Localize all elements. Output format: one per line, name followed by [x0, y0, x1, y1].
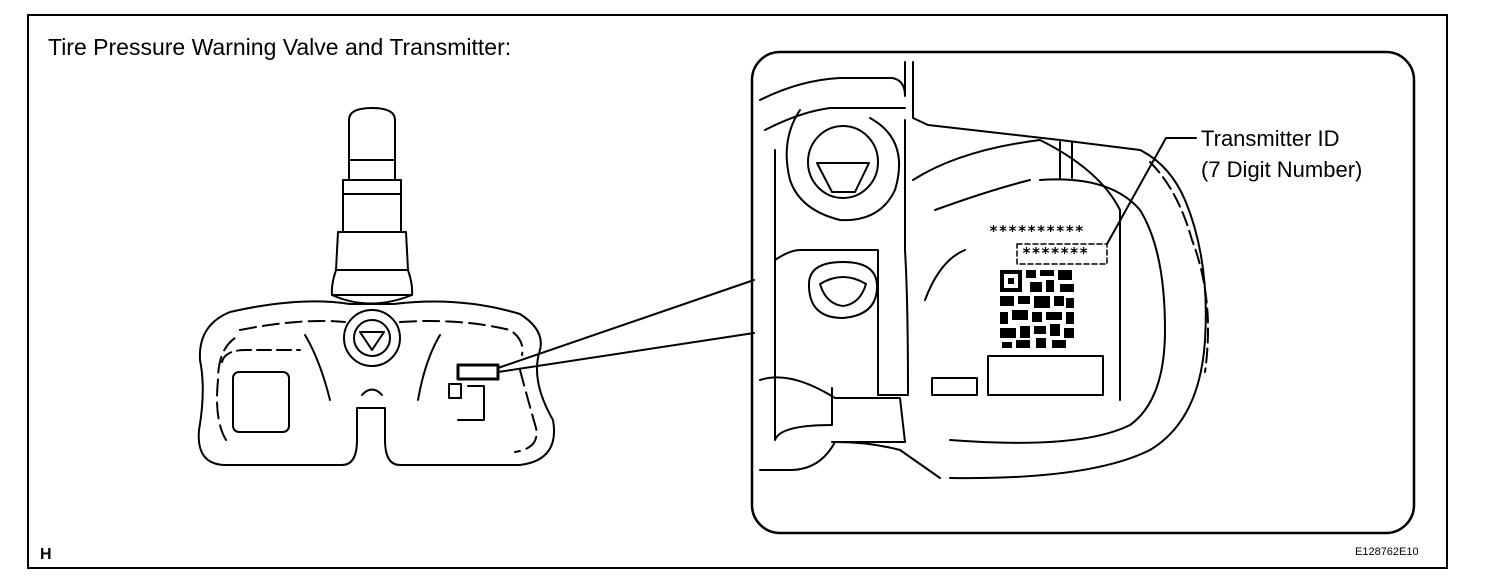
- transmitter-body: [197, 300, 555, 466]
- diagram-title: Tire Pressure Warning Valve and Transmit…: [48, 34, 512, 60]
- leader-line-lower: [497, 332, 755, 373]
- diagram-frame: [27, 14, 1448, 569]
- label-stars-top: **********: [989, 222, 1085, 240]
- valve-stem: [330, 107, 414, 305]
- magnified-detail: [750, 50, 1416, 535]
- figure-code: E128762E10: [1355, 546, 1419, 558]
- corner-letter: H: [40, 546, 52, 563]
- transmitter-id-callout-line2: (7 Digit Number): [1201, 157, 1363, 182]
- id-leader-line: [1106, 137, 1197, 245]
- transmitter-id-callout-line1: Transmitter ID: [1201, 126, 1340, 151]
- valve-transmitter-drawing: [197, 107, 755, 466]
- leader-line-upper: [497, 279, 755, 369]
- label-stars-transmitter-id: *******: [1022, 244, 1089, 262]
- qr-code: [1000, 270, 1074, 348]
- transmitter-id-callout: Transmitter ID (7 Digit Number): [1201, 123, 1362, 185]
- detail-box: [750, 50, 1416, 535]
